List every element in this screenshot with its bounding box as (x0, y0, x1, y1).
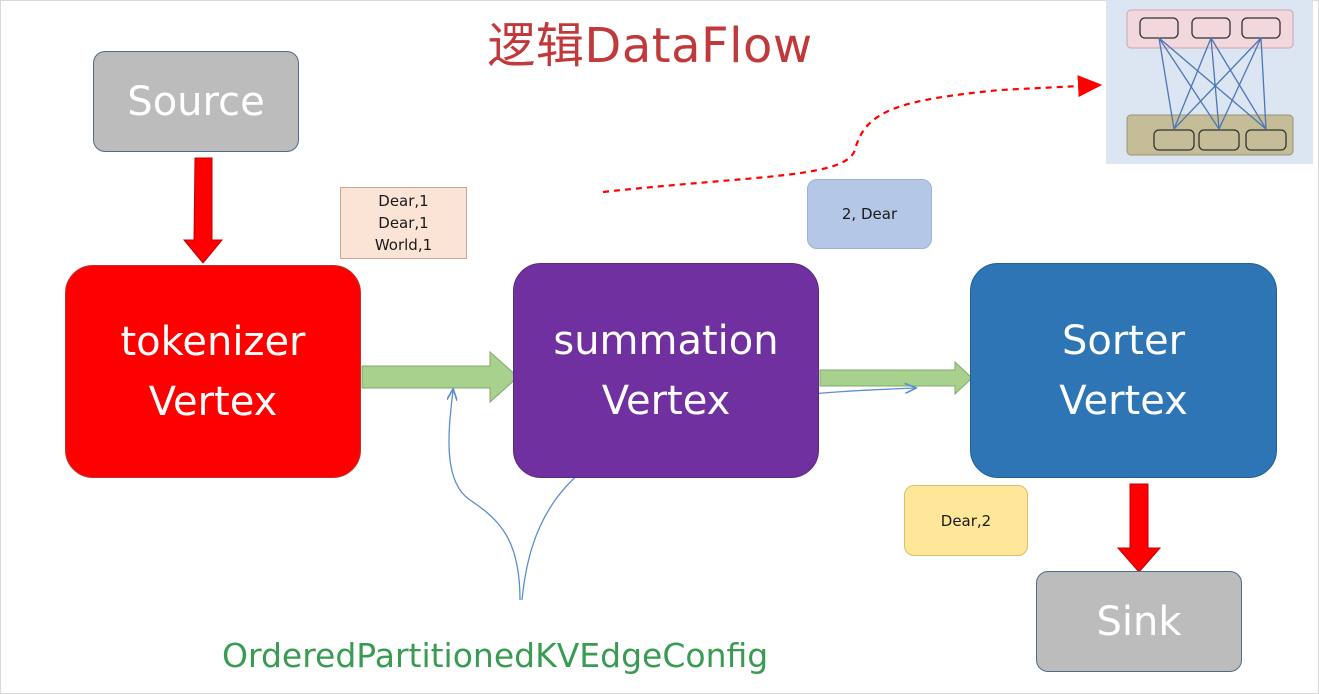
source-to-tokenizer-arrow (182, 157, 224, 264)
edge-config-label: OrderedPartitionedKVEdgeConfig (222, 636, 769, 675)
physical-flow-pointer (602, 75, 1103, 194)
tokenizer-vertex-label: Vertex (148, 378, 278, 425)
source-node: Source (93, 51, 299, 152)
sink-node: Sink (1036, 571, 1242, 672)
tokenizer-output-line: Dear,1 (378, 192, 429, 210)
summation-to-sorter-edge (819, 360, 973, 396)
tokenizer-output-line: World,1 (374, 236, 433, 254)
tokenizer-output-line: Dear,1 (378, 214, 429, 232)
tokenizer-output-label: Dear,1 Dear,1 World,1 (340, 187, 467, 259)
tokenizer-vertex: tokenizer Vertex (65, 265, 361, 478)
sorter-label: Sorter (1061, 317, 1186, 364)
summation-vertex-label: Vertex (601, 377, 731, 424)
sorter-vertex: Sorter Vertex (970, 263, 1277, 478)
summation-vertex: summation Vertex (513, 263, 819, 478)
sorter-output-label: Dear,2 (904, 485, 1028, 556)
tokenizer-label: tokenizer (120, 318, 306, 365)
tokenizer-to-summation-edge (361, 350, 519, 404)
sorter-to-sink-arrow (1116, 483, 1162, 573)
edge-config-callout-left (449, 390, 521, 601)
physical-flow-thumbnail (1106, 0, 1313, 164)
page-title: 逻辑DataFlow (487, 18, 813, 74)
summation-output-label: 2, Dear (807, 179, 932, 249)
summation-label: summation (553, 317, 779, 364)
sorter-vertex-label: Vertex (1059, 377, 1188, 424)
